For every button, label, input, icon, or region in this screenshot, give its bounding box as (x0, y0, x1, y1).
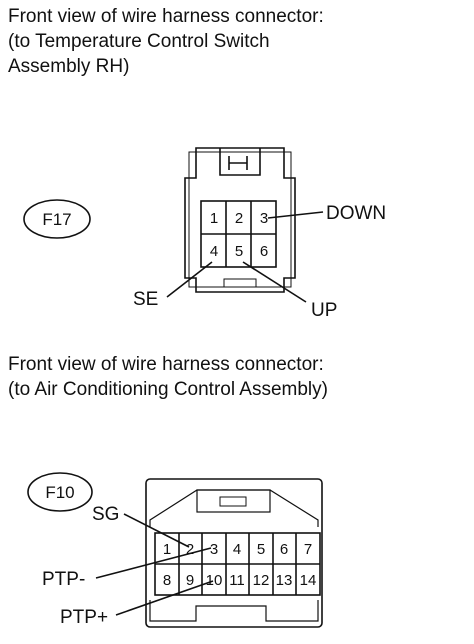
connector-housing (184, 147, 296, 293)
pin-number: 4 (233, 541, 241, 558)
connector-f17: F17 1 2 3 4 5 6 DOWN SE UP (23, 147, 386, 321)
pin-number: 14 (300, 572, 317, 589)
connector-latch (196, 489, 271, 513)
signal-label-se: SE (133, 289, 158, 310)
pin-number: 11 (229, 572, 245, 589)
pin-number: 9 (186, 572, 194, 589)
pin-number: 8 (163, 572, 171, 589)
pin-number: 13 (276, 572, 293, 589)
leader-line-se (166, 261, 213, 298)
pin-number: 5 (235, 243, 243, 260)
connector-key (223, 278, 257, 288)
caption-line: Assembly RH) (8, 56, 130, 77)
connector-latch (219, 148, 261, 176)
leader-line-up (242, 261, 307, 303)
signal-label-down: DOWN (326, 203, 386, 224)
leader-line-sg (123, 513, 190, 548)
connector-f10-caption: Front view of wire harness connector: (t… (8, 352, 328, 402)
pin-number: 7 (304, 541, 312, 558)
signal-label-up: UP (311, 300, 337, 321)
pin-number: 4 (210, 243, 218, 260)
connector-id-label: F10 (45, 483, 74, 502)
connector-f17-caption: Front view of wire harness connector: (t… (8, 4, 324, 79)
connector-id-label: F17 (42, 210, 71, 229)
signal-label-sg: SG (92, 504, 119, 525)
pin-number: 5 (257, 541, 265, 558)
latch-mark (219, 496, 247, 507)
leader-line-down (267, 211, 324, 219)
connector-id-oval (23, 199, 91, 239)
latch-mark (228, 156, 248, 170)
pin-number: 6 (260, 243, 268, 260)
leader-line-ptp-plus (115, 580, 214, 616)
pin-number: 3 (260, 210, 268, 227)
housing-top-bevel (149, 489, 319, 527)
signal-label-ptp-minus: PTP- (42, 569, 85, 590)
caption-line: Front view of wire harness connector: (8, 354, 324, 375)
connector-housing (145, 478, 323, 628)
pin-number: 2 (186, 541, 194, 558)
pin-number: 2 (235, 210, 243, 227)
pin-number: 6 (280, 541, 288, 558)
connector-id-oval (27, 472, 93, 512)
housing-bottom-keys (149, 600, 319, 622)
caption-line: Front view of wire harness connector: (8, 6, 324, 27)
pin-number: 10 (206, 572, 223, 589)
pin-number: 3 (210, 541, 218, 558)
pin-number: 12 (253, 572, 270, 589)
caption-line: (to Temperature Control Switch (8, 31, 270, 52)
connector-f10: F10 1 2 3 4 5 6 7 8 9 10 11 12 13 14 (27, 472, 323, 628)
leader-line-ptp-minus (95, 547, 212, 579)
pin-number: 1 (163, 541, 171, 558)
pin-number: 1 (210, 210, 218, 227)
caption-line: (to Air Conditioning Control Assembly) (8, 379, 328, 400)
signal-label-ptp-plus: PTP+ (60, 607, 108, 628)
